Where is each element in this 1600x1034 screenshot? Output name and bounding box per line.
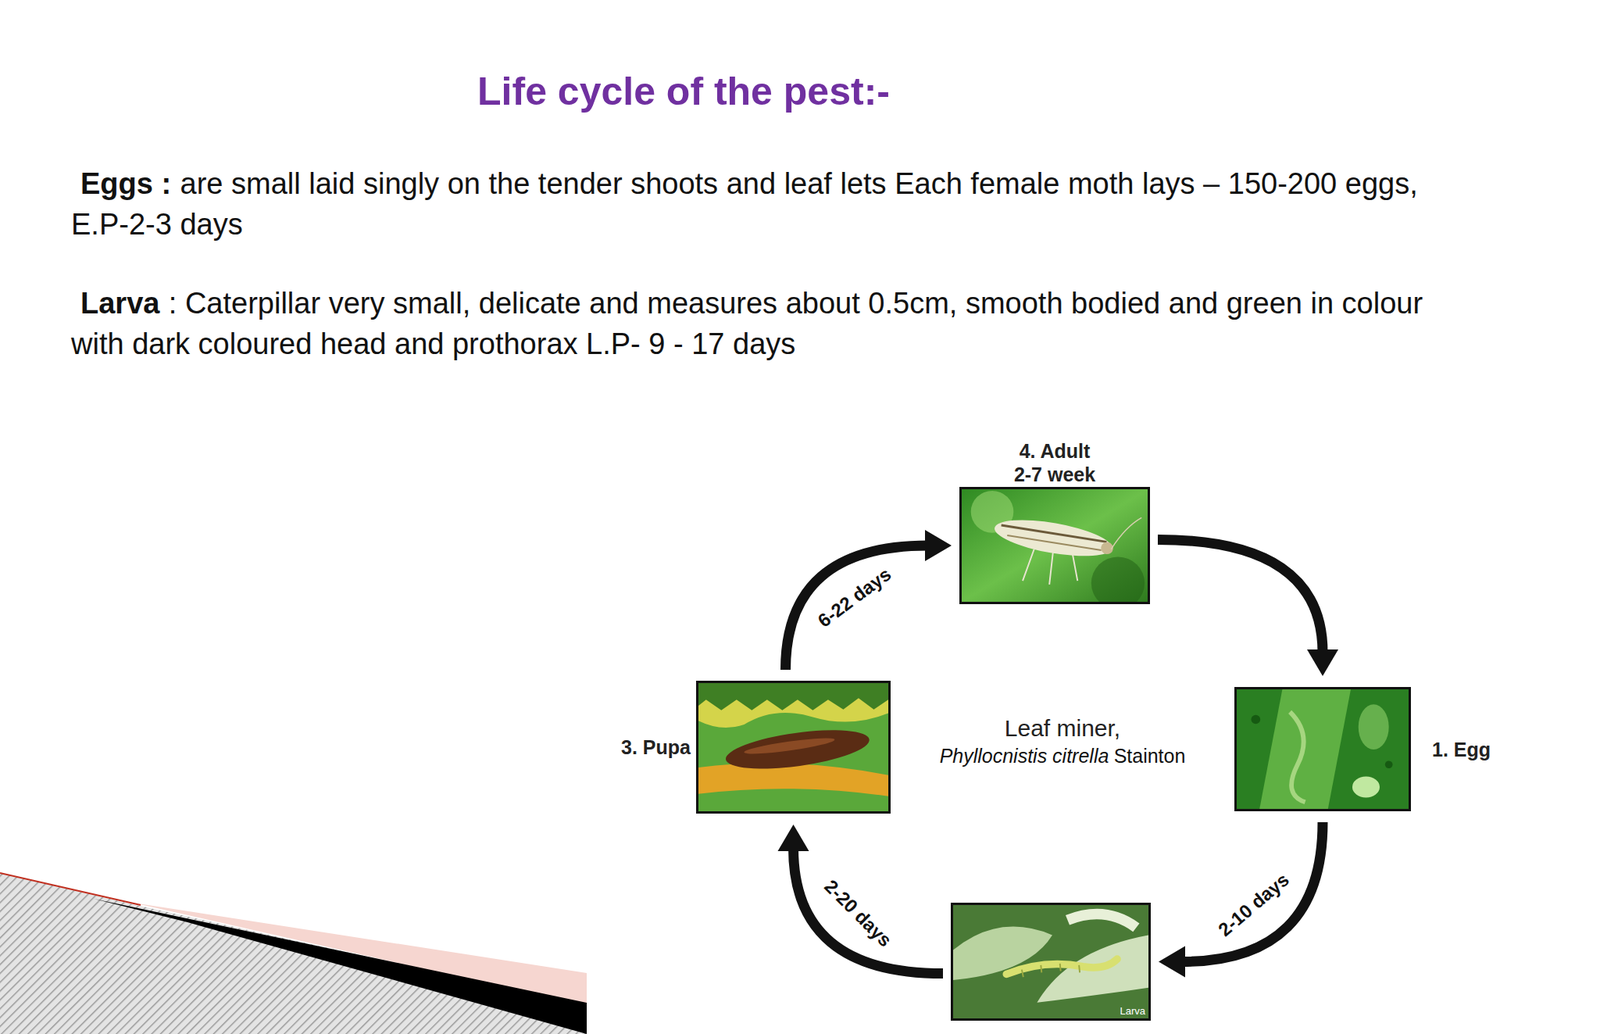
cycle-arrow [1158, 821, 1323, 978]
species-caption: Leaf miner,Phyllocnistis citrellaStainto… [898, 712, 1227, 769]
scientific-name: Phyllocnistis citrella [939, 744, 1110, 767]
arrow-head [1158, 946, 1186, 978]
duration-label: 2-10 days [1211, 866, 1297, 943]
description-text: : Caterpillar very small, delicate and m… [71, 286, 1423, 361]
arrow-head [778, 824, 810, 851]
stage-photo: 3. Pupa [696, 680, 891, 814]
arrow-body [1157, 539, 1323, 654]
arrow-head [1307, 649, 1339, 676]
stage-illustration [961, 489, 1148, 602]
term-bold: Larva [80, 286, 160, 320]
stage-name: 1. Egg [1432, 737, 1491, 761]
duration-label: 6-22 days [811, 560, 899, 634]
text-paragraph: Larva: Caterpillar very small, delicate … [71, 282, 1478, 365]
text-paragraph: Eggs :are small laid singly on the tende… [71, 163, 1478, 245]
stage-photo: 4. Adult2-7 week [959, 486, 1150, 604]
slide-title: Life cycle of the pest:- [0, 68, 1368, 115]
stage-illustration [953, 904, 1149, 1018]
cycle-arrow [778, 824, 944, 974]
stage-heading-group: 4. Adult2-7 week [1014, 439, 1096, 486]
stage-illustration [698, 682, 889, 811]
stage-photo: 1. Egg [1234, 686, 1411, 811]
arrow-body [1182, 821, 1323, 962]
cycle-arrow [1157, 539, 1339, 677]
duration-label: 2-20 days [817, 873, 899, 954]
stage-name: 4. Adult [1014, 439, 1096, 463]
description-text: are small laid singly on the tender shoo… [71, 167, 1418, 241]
term-bold: Eggs : [80, 167, 172, 200]
stage-illustration [1236, 689, 1409, 809]
common-name: Leaf miner, [898, 712, 1227, 743]
stage-name: Larva [1119, 1004, 1146, 1018]
cycle-arrow [785, 529, 953, 670]
arrow-head [925, 529, 952, 561]
stage-name: 3. Pupa [621, 735, 691, 759]
stage-duration: 2-7 week [1014, 462, 1096, 486]
stage-photo: Larva [950, 902, 1151, 1021]
arrow-body [793, 847, 944, 974]
arrow-body [785, 545, 929, 670]
scientific-name-line: Phyllocnistis citrellaStainton [898, 742, 1227, 769]
author-name: Stainton [1114, 744, 1186, 767]
